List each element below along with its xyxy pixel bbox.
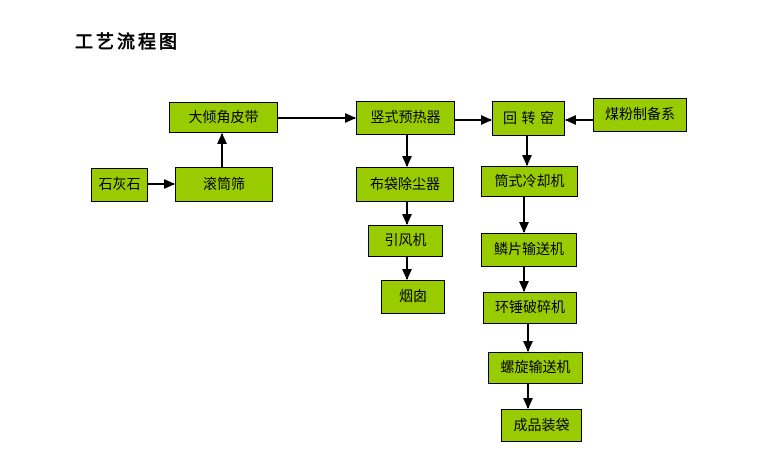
node-product-bagging: 成品装袋 (501, 409, 582, 442)
node-scale-conveyor: 鳞片输送机 (481, 233, 577, 267)
node-drum-screen: 滚筒筛 (175, 167, 273, 202)
node-ring-hammer-crusher: 环锤破碎机 (483, 292, 577, 324)
node-limestone: 石灰石 (91, 168, 148, 202)
node-bag-dust-collector: 布袋除尘器 (356, 167, 454, 202)
node-coal-powder-system: 煤粉制备系 (593, 98, 687, 132)
node-induced-draft-fan: 引风机 (368, 225, 443, 257)
node-rotary-kiln: 回 转 窑 (492, 101, 565, 136)
node-screw-conveyor: 螺旋输送机 (488, 352, 583, 384)
node-drum-cooler: 筒式冷却机 (481, 166, 578, 197)
node-incline-belt: 大倾角皮带 (169, 102, 278, 133)
node-chimney: 烟囱 (381, 280, 445, 314)
node-vertical-preheater: 竖式预热器 (356, 101, 455, 135)
page-title: 工艺流程图 (75, 32, 180, 53)
